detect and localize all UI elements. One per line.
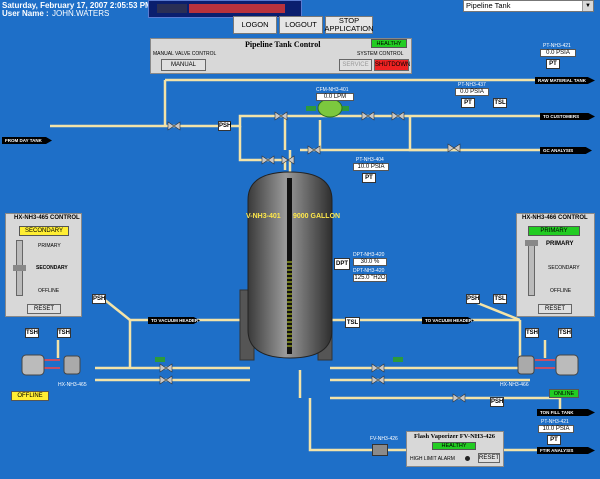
service-button[interactable]: SERVICE [339, 59, 372, 71]
hx-466-mode-badge: PRIMARY [528, 226, 580, 236]
pt-mid-tag: PT-NH3-437 [458, 82, 486, 88]
tank-name: V-NH3-401 [246, 213, 281, 220]
logon-button[interactable]: LOGON [233, 16, 277, 34]
tsh-right-2-instrument[interactable]: TSH [558, 328, 572, 338]
chevron-down-icon[interactable]: ▼ [582, 1, 593, 11]
tsh-left-2-instrument[interactable]: TSH [57, 328, 71, 338]
pt-tank-value: 10.0 PSIA [353, 163, 389, 171]
tank-capacity: 9000 GALLON [293, 213, 341, 220]
hx-466-status-badge: ONLINE [549, 389, 579, 398]
datetime-text: Saturday, February 17, 2007 2:05:53 PM [2, 1, 152, 10]
from-day-tank-flow-tag: FROM DAY TANK [2, 137, 52, 144]
vacuum-header-right-tag: TO VACUUM HEADER [422, 317, 474, 324]
pt-bottom-instrument[interactable]: PT [547, 435, 561, 445]
control-title: Pipeline Tank Control [245, 40, 321, 49]
hx-466-secondary-label: SECONDARY [548, 265, 580, 271]
dpt-tag: DPT-NH3-420 [353, 252, 385, 258]
psh-right-instrument[interactable]: PSH [466, 294, 480, 304]
tsl-tank-instrument[interactable]: TSL [345, 317, 360, 328]
status-badge: HEALTHY [371, 39, 407, 48]
psh-top-instrument[interactable]: PSH [218, 121, 232, 131]
dpt-instrument[interactable]: DPT [334, 258, 350, 270]
tsh-left-1-instrument[interactable]: TSH [25, 328, 39, 338]
logout-button[interactable]: LOGOUT [279, 16, 323, 34]
manual-valve-label: MANUAL VALVE CONTROL [153, 51, 217, 57]
hx-466-mode-slider[interactable] [528, 240, 535, 296]
pt-tank-tag: PT-NH3-404 [356, 157, 384, 163]
shutdown-button[interactable]: SHUTDOWN [374, 59, 410, 71]
pt-mid-instrument[interactable]: PT [461, 98, 475, 108]
dpt-percent-value: 30.0 % [353, 258, 387, 266]
pt-mid-value: 0.0 PSIA [455, 88, 489, 96]
hx-466-title: HX-NH3-466 CONTROL [522, 215, 588, 221]
alarm-indicator-icon [465, 456, 470, 461]
hx-465-status-badge: OFFLINE [11, 391, 49, 401]
to-customers-flow-tag: TO CUSTOMERS [540, 113, 595, 120]
vaporizer-alarm-label: HIGH LIMIT ALARM [410, 456, 455, 462]
hx-465-offline-label: OFFLINE [38, 288, 60, 294]
vaporizer-status-badge: HEALTHY [432, 442, 476, 450]
user-label: User Name : [2, 9, 49, 18]
screen-select-value: Pipeline Tank [466, 1, 511, 10]
hx-465-reset-button[interactable]: RESET [27, 304, 61, 314]
tsl-right-instrument[interactable]: TSL [493, 294, 507, 304]
ftir-analysis-flow-tag: FTIR ANALYSIS [537, 447, 595, 454]
ton-fill-flow-tag: TON FILL TANK [537, 409, 595, 416]
pt-top-tag: PT-NH3-421 [543, 43, 571, 49]
gc-analysis-flow-tag: GC ANALYSIS [540, 147, 592, 154]
vaporizer-unit [372, 444, 388, 456]
vacuum-header-left-tag: TO VACUUM HEADER [148, 317, 200, 324]
vaporizer-title: Flash Vaporizer FV-NH3-426 [414, 433, 496, 440]
hx-466-primary-label: PRIMARY [546, 241, 574, 247]
screen-select[interactable]: Pipeline Tank ▼ [463, 0, 594, 12]
cfm-tag: CFM-NH3-401 [316, 87, 349, 93]
vaporizer-reset-button[interactable]: RESET [478, 453, 500, 463]
hx-465-mode-badge: SECONDARY [19, 226, 69, 236]
hx-466-slider-handle[interactable] [525, 240, 538, 246]
pt-top-instrument[interactable]: PT [546, 59, 560, 69]
hx-466-reset-button[interactable]: RESET [538, 304, 572, 314]
dpt-h2o-value: 125.0 "H2O [353, 274, 387, 282]
raw-material-flow-tag: RAW MATERIAL TANK [535, 77, 595, 84]
hx-466-offline-label: OFFLINE [550, 288, 572, 294]
hx-465-slider-handle[interactable] [13, 265, 26, 271]
pt-top-value: 0.0 PSIA [540, 49, 576, 57]
cfm-value: 0.0 LPM [316, 93, 354, 101]
pt-bottom-value: 10.0 PSIA [538, 425, 574, 433]
hx-466-tag: HX-NH3-466 [500, 382, 529, 388]
alarm-banner[interactable] [148, 0, 302, 18]
stop-application-button[interactable]: STOP APPLICATION [324, 16, 374, 34]
psh-left-instrument[interactable]: PSH [92, 294, 106, 304]
pt-bottom-tag: PT-NH3-421 [541, 419, 569, 425]
hx-465-title: HX-NH3-465 CONTROL [14, 215, 80, 221]
tsh-right-1-instrument[interactable]: TSH [525, 328, 539, 338]
psh-bottom-instrument[interactable]: PSH [490, 397, 504, 407]
manual-button[interactable]: MANUAL [161, 59, 206, 71]
tsl-top-instrument[interactable]: TSL [493, 98, 507, 108]
hx-465-primary-label: PRIMARY [38, 243, 61, 249]
pt-tank-instrument[interactable]: PT [362, 173, 376, 183]
dpt-tag-2: DPT-NH3-420 [353, 268, 385, 274]
hx-465-secondary-label: SECONDARY [36, 265, 68, 271]
hx-465-tag: HX-NH3-465 [58, 382, 87, 388]
system-control-label: SYSTEM CONTROL [357, 51, 404, 57]
user-name: JOHN.WATERS [52, 9, 110, 18]
vaporizer-tag: FV-NH3-426 [370, 436, 398, 442]
